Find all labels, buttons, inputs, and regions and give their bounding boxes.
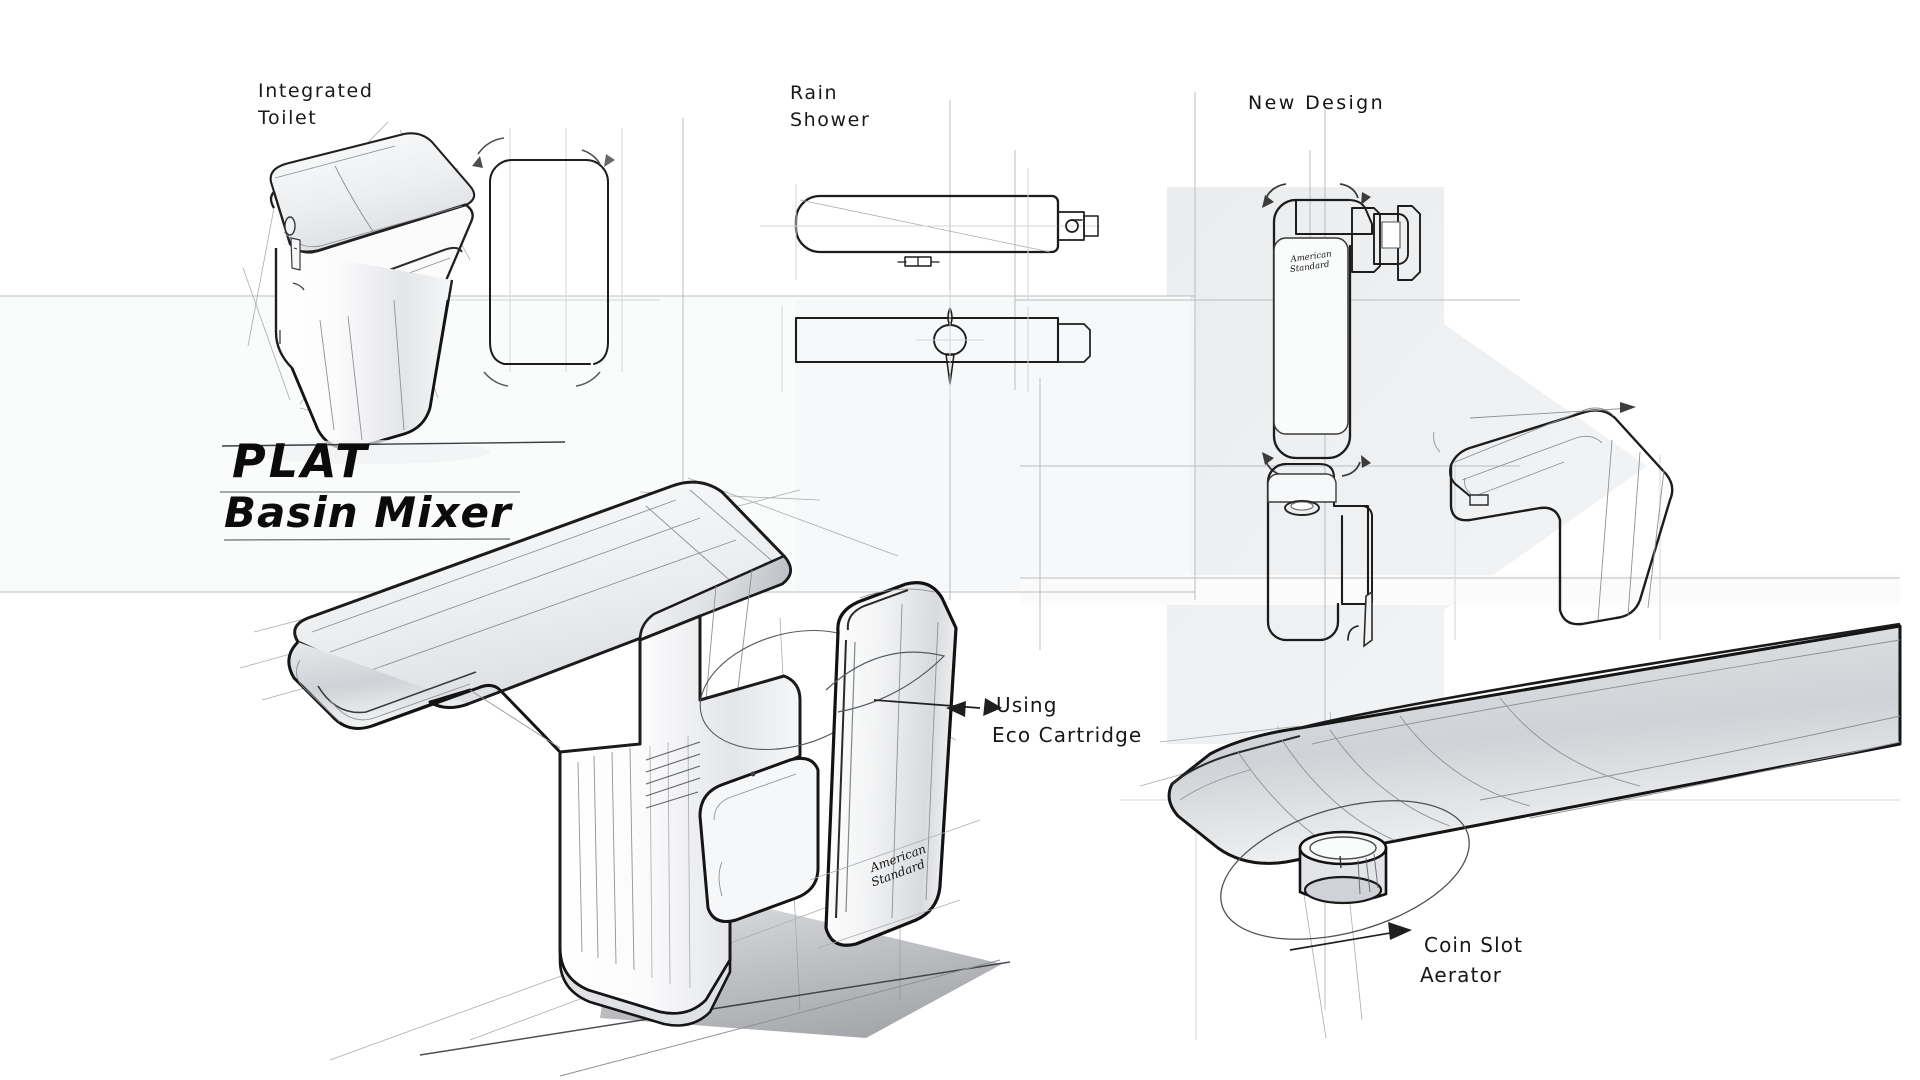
new-design-front-view <box>1262 183 1421 477</box>
leader-coin-slot-aerator <box>1289 922 1412 951</box>
callout-eco-line2: Eco Cartridge <box>992 723 1143 747</box>
label-integrated-toilet-line2: Toilet <box>258 106 318 129</box>
rain-shower-front-view <box>781 290 1091 400</box>
background-tone-blocks <box>0 296 1900 605</box>
label-rain-shower-line1: Rain <box>790 82 839 104</box>
label-rain-shower-line2: Shower <box>790 108 871 131</box>
spout-underside-body <box>1167 622 1902 940</box>
rain-shower-top-view <box>760 168 1100 300</box>
hero-column <box>558 614 881 1027</box>
callout-eco-line1: Using <box>996 693 1058 717</box>
new-design-bottom-view <box>1266 462 1373 648</box>
callout-aerator-line2: Aerator <box>1420 963 1503 987</box>
callout-aerator-line1: Coin Slot <box>1424 933 1524 957</box>
label-new-design: New Design <box>1248 92 1386 114</box>
label-integrated-toilet-line1: Integrated <box>258 80 374 102</box>
label-integrated-toilet: Integrated Toilet <box>258 78 374 132</box>
rounded-rect-plan <box>472 137 615 387</box>
hero-lever-handle <box>809 581 981 949</box>
page-title-line2: Basin Mixer <box>224 488 512 537</box>
callout-coin-slot-aerator: Coin Slot Aerator <box>1420 930 1524 990</box>
callout-eco-cartridge: Using Eco Cartridge <box>992 690 1142 750</box>
leader-eco-cartridge <box>873 698 1003 717</box>
new-design-side-view <box>1433 402 1674 626</box>
label-rain-shower: Rain Shower <box>790 80 870 134</box>
toilet-body <box>269 132 476 450</box>
page-title-line1: PLAT <box>232 434 370 488</box>
